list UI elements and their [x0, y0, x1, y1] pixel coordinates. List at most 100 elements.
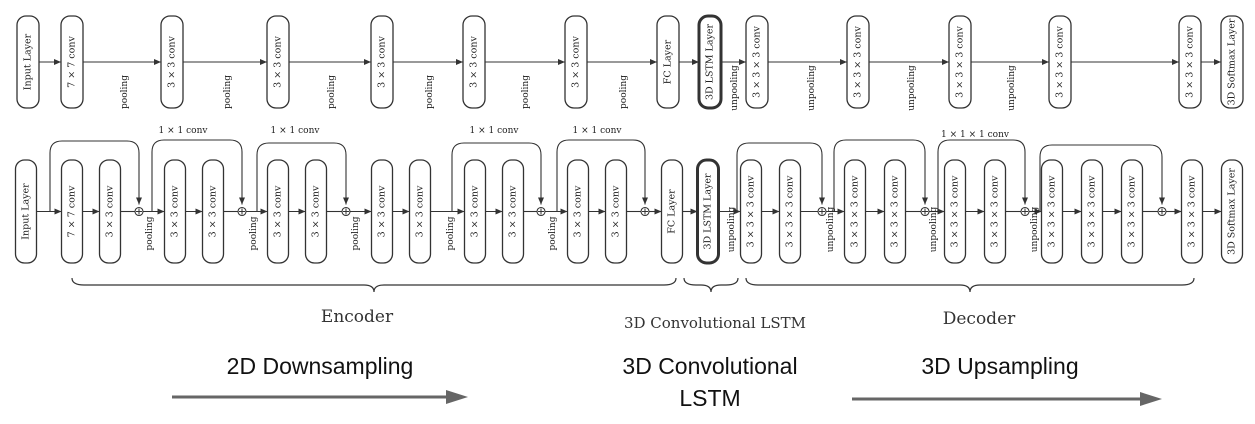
decoder-brace: [745, 277, 1195, 293]
block-label: 3 × 3 conv: [311, 185, 322, 237]
block-softmax-r1-14: 3D Softmax Layer: [1220, 15, 1244, 109]
block-conv3-r1-5: 3 × 3 conv: [462, 15, 486, 109]
edge-label-unpooling: unpooling: [727, 207, 737, 253]
block-conv333-r2-23: 3 × 3 × 3 conv: [1120, 159, 1144, 264]
block-label: FC Layer: [663, 39, 674, 84]
block-label: 3 × 3 × 3 conv: [785, 175, 796, 247]
block-conv333-r2-15: 3 × 3 × 3 conv: [739, 159, 763, 264]
block-label: 3 × 3 conv: [273, 185, 284, 237]
block-conv333-r2-17: 3 × 3 × 3 conv: [843, 159, 867, 264]
block-conv333-r1-13: 3 × 3 × 3 conv: [1178, 15, 1202, 109]
skip-label-skip-3d: 1 × 1 × 1 conv: [941, 130, 1010, 140]
stage-label-lstm-line2: LSTM: [679, 385, 741, 411]
edge-label-unpooling: unpooling: [1030, 207, 1040, 253]
block-conv333-r2-22: 3 × 3 × 3 conv: [1080, 159, 1104, 264]
skip-connection: [556, 139, 648, 212]
edge-label-pooling: pooling: [351, 216, 361, 250]
skip-label-skip-2d: 1 × 1 conv: [470, 126, 520, 136]
block-label: 3 × 3 × 3 conv: [853, 26, 864, 98]
block-label: 3 × 3 × 3 conv: [1127, 175, 1138, 247]
block-fc-r1-7: FC Layer: [656, 15, 680, 109]
edge-label-unpooling: unpooling: [826, 207, 836, 253]
sum-node: [640, 206, 650, 217]
block-label: 3 × 3 × 3 conv: [1047, 175, 1058, 247]
skip-connection: [256, 142, 349, 212]
sum-node: [1020, 206, 1030, 217]
block-conv3-r2-5: 3 × 3 conv: [266, 159, 290, 264]
block-label: 3 × 3 × 3 conv: [990, 175, 1001, 247]
skip-label-skip-2d: 1 × 1 conv: [271, 126, 321, 136]
block-label: 3D Softmax Layer: [1227, 18, 1238, 105]
edge-label-pooling: pooling: [446, 216, 456, 250]
block-conv3-r1-6: 3 × 3 conv: [564, 15, 588, 109]
block-label: 3 × 3 × 3 conv: [890, 175, 901, 247]
block-label: 3 × 3 conv: [377, 36, 388, 88]
block-conv333-r2-20: 3 × 3 × 3 conv: [983, 159, 1007, 264]
block-softmax-r2-25: 3D Softmax Layer: [1220, 159, 1244, 264]
edge-label-pooling: pooling: [521, 75, 531, 109]
block-label: 3 × 3 conv: [208, 185, 219, 237]
block-label: Input Layer: [23, 33, 34, 90]
block-label: 7 × 7 conv: [67, 36, 78, 88]
edge-label-pooling: pooling: [425, 75, 435, 109]
block-conv3-r2-10: 3 × 3 conv: [501, 159, 525, 264]
block-label: 3 × 3 × 3 conv: [746, 175, 757, 247]
block-conv3-r2-12: 3 × 3 conv: [604, 159, 628, 264]
group-label-lstm: 3D Convolutional LSTM: [624, 314, 806, 332]
block-label: 3 × 3 × 3 conv: [1055, 26, 1066, 98]
block-label: 3 × 3 conv: [573, 185, 584, 237]
skip-connection: [1039, 144, 1165, 212]
block-label: 3D LSTM Layer: [705, 24, 716, 101]
block-input-r1-0: Input Layer: [16, 15, 40, 109]
block-label: 3 × 3 × 3 conv: [1087, 175, 1098, 247]
encoder-brace: [71, 277, 677, 293]
stage-label-downsampling: 2D Downsampling: [226, 353, 414, 379]
block-label: Input Layer: [21, 183, 32, 240]
block-label: 7 × 7 conv: [67, 185, 78, 237]
stage-label-upsampling: 3D Upsampling: [921, 353, 1079, 379]
block-input-r2-0: Input Layer: [14, 159, 38, 264]
block-conv333-r2-21: 3 × 3 × 3 conv: [1040, 159, 1064, 264]
block-label: 3 × 3 × 3 conv: [850, 175, 861, 247]
block-label: 3 × 3 × 3 conv: [950, 175, 961, 247]
block-label: 3 × 3 conv: [273, 36, 284, 88]
block-label: 3 × 3 conv: [469, 36, 480, 88]
block-conv3-r2-3: 3 × 3 conv: [163, 159, 187, 264]
block-lstm-r2-14: 3D LSTM Layer: [696, 158, 720, 265]
block-conv3-r2-8: 3 × 3 conv: [408, 159, 432, 264]
skip-connection: [736, 142, 825, 212]
block-conv7-r1-1: 7 × 7 conv: [60, 15, 84, 109]
edge-label-pooling: pooling: [327, 75, 337, 109]
block-label: 3 × 3 conv: [105, 185, 116, 237]
block-label: 3 × 3 conv: [611, 185, 622, 237]
edge-label-unpooling: unpooling: [907, 65, 917, 111]
block-label: FC Layer: [667, 189, 678, 234]
block-fc-r2-13: FC Layer: [660, 159, 684, 264]
block-conv3-r1-3: 3 × 3 conv: [266, 15, 290, 109]
skip-connection: [49, 140, 142, 212]
block-conv3-r1-4: 3 × 3 conv: [370, 15, 394, 109]
downsampling-arrow: [172, 390, 468, 404]
edge-label-pooling: pooling: [619, 75, 629, 109]
skip-connection: [451, 142, 544, 212]
lstm-brace: [683, 277, 739, 293]
block-conv333-r1-10: 3 × 3 × 3 conv: [846, 15, 870, 109]
block-label: 3 × 3 × 3 conv: [752, 26, 763, 98]
block-label: 3 × 3 conv: [377, 185, 388, 237]
block-conv3-r2-6: 3 × 3 conv: [304, 159, 328, 264]
block-conv7-r2-1: 7 × 7 conv: [60, 159, 84, 264]
block-label: 3 × 3 conv: [415, 185, 426, 237]
stage-label-lstm: 3D Convolutional LSTM: [560, 350, 860, 414]
sum-node: [817, 206, 827, 217]
block-conv3-r2-4: 3 × 3 conv: [201, 159, 225, 264]
block-conv333-r2-16: 3 × 3 × 3 conv: [778, 159, 802, 264]
edge-label-unpooling: unpooling: [730, 65, 740, 111]
skip-connection: [833, 139, 928, 212]
block-label: 3 × 3 conv: [170, 185, 181, 237]
edge-label-unpooling: unpooling: [807, 65, 817, 111]
upsampling-arrow: [852, 392, 1162, 406]
sum-node: [1157, 206, 1167, 217]
block-label: 3 × 3 × 3 conv: [955, 26, 966, 98]
block-conv3-r1-2: 3 × 3 conv: [160, 15, 184, 109]
